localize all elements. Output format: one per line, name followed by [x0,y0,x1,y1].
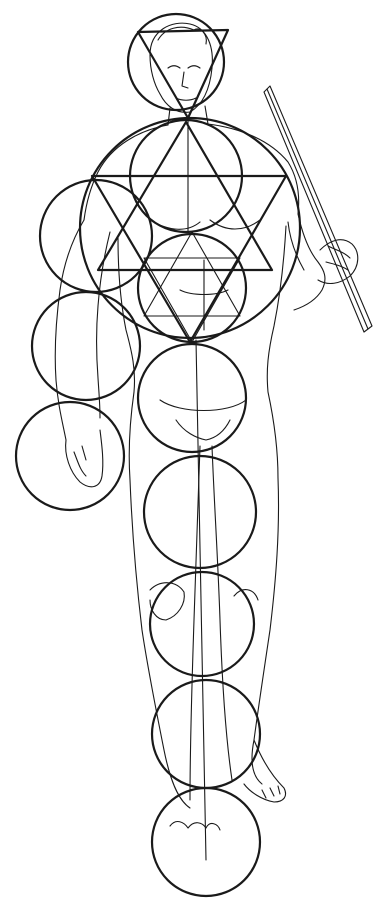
forearm-circle [32,292,140,400]
pelvis-circle [138,344,246,452]
body-outline [55,23,358,830]
proportion-circles [16,14,300,896]
abdomen-circle [138,234,246,342]
shin-circle [152,680,260,788]
hand-circle [16,402,124,510]
upper-arm-circle [40,180,152,292]
